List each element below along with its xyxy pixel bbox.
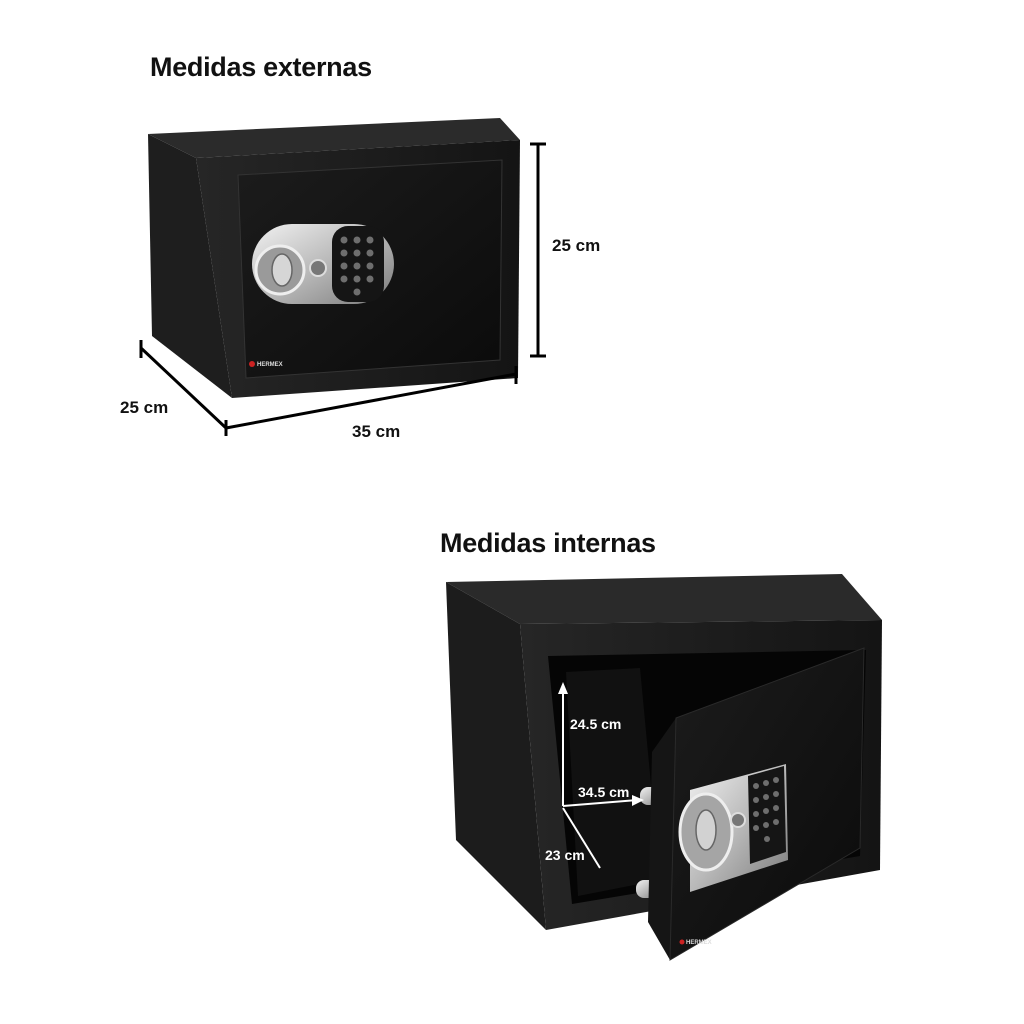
- external-safe: HERMEX: [148, 118, 520, 398]
- internal-width-label: 34.5 cm: [578, 784, 630, 800]
- inner-brand-text: HERMEX: [686, 940, 712, 946]
- external-width-label: 35 cm: [352, 422, 401, 441]
- internal-depth-label: 23 cm: [545, 847, 585, 863]
- brand-logo-icon: HERMEX: [249, 361, 283, 368]
- internal-title: Medidas internas: [440, 528, 656, 558]
- inner-keypad-icon: [748, 766, 786, 864]
- external-height-label: 25 cm: [552, 236, 601, 255]
- brand-text: HERMEX: [257, 362, 283, 368]
- inner-brand-logo-icon: HERMEX: [679, 939, 712, 946]
- internal-dimension-lines: [558, 682, 644, 869]
- internal-height-label: 24.5 cm: [570, 716, 622, 732]
- external-title: Medidas externas: [150, 52, 372, 82]
- external-depth-label: 25 cm: [120, 398, 169, 417]
- internal-safe: HERMEX: [446, 574, 882, 961]
- keypad-icon: [332, 226, 384, 302]
- external-dimension-lines: [139, 142, 546, 436]
